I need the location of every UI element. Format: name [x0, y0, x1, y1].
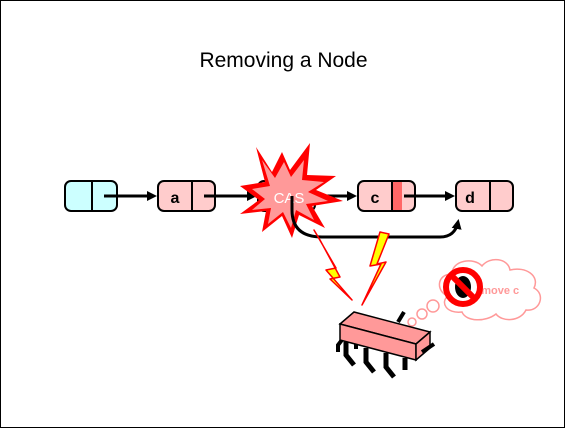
lightning-bolt-icon: [361, 231, 390, 306]
node-d: d: [455, 180, 514, 212]
thread-chip-icon: [336, 310, 436, 379]
marked-bit: [392, 182, 402, 210]
node-a: a: [157, 180, 216, 212]
pointer-b-d-redirect: [290, 196, 462, 239]
node-c: c: [357, 180, 416, 212]
slide-title: Removing a Node: [199, 49, 368, 72]
node-label-c: c: [371, 190, 380, 207]
node-label-a: a: [171, 190, 180, 207]
node-label-d: d: [465, 190, 475, 207]
cas-label: CAS: [274, 190, 305, 207]
explosion-icon: CAS: [240, 143, 343, 238]
sentinel-node: [64, 180, 118, 212]
no-entry-icon: [443, 267, 483, 307]
lightning-bolt-icon: [313, 229, 353, 301]
